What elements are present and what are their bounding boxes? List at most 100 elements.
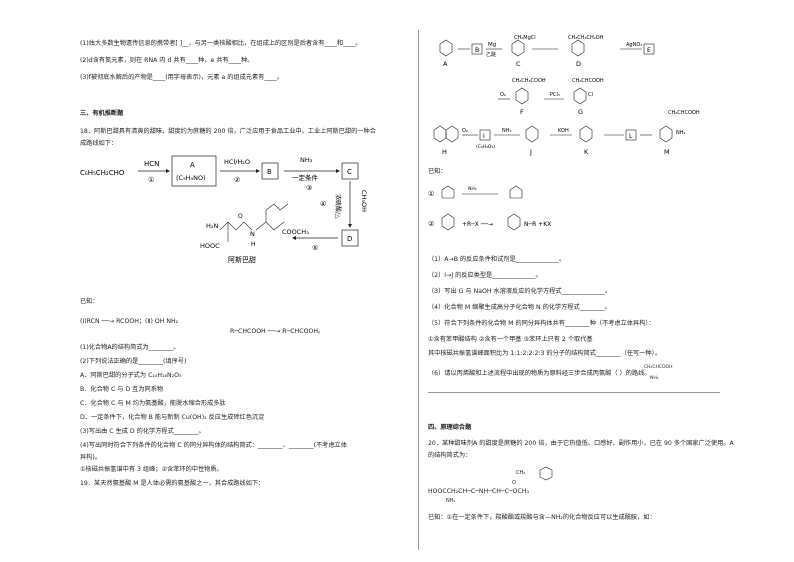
column-divider — [418, 30, 419, 550]
step-3: ③ — [306, 184, 312, 192]
svg-text:O₂: O₂ — [500, 92, 506, 98]
svg-text:AgNO₃: AgNO₃ — [626, 42, 642, 48]
svg-text:B: B — [475, 47, 479, 54]
option-c: C．化合物 C 与 M 均为氨基酸，能脱水缩合形成多肽 — [80, 400, 226, 407]
reagent-4-condition: 浓硫酸/△ — [334, 194, 342, 219]
aspartame-structure: H₂N HOOC O N H COOCH₃ 阿斯巴甜 — [200, 203, 309, 264]
svg-text:M: M — [664, 148, 670, 156]
svg-text:H: H — [442, 148, 447, 156]
section-heading: 四、原理综合题 — [428, 424, 472, 431]
question-condition: ①含有苯甲酸结构 ②含有一个甲基 ③苯环上只有 2 个取代基 — [428, 336, 593, 343]
reagent-2: HCl/H₂O — [224, 158, 250, 166]
a-structure-main: HOOCCH₂CH─C─NH─CH─C─OCH₃ — [428, 488, 529, 495]
known-label: 已知： — [80, 298, 99, 305]
question-line: (3)写出由 C 生成 D 的化学方程式________。 — [80, 428, 205, 435]
svg-text:NH₃: NH₃ — [468, 186, 477, 192]
svg-text:A: A — [443, 60, 448, 68]
left-column: (1)烛大多数生物遗传信息的携带者[ ]__，与另一类核酸相比，在组成上的区别是… — [80, 0, 410, 562]
option-b: B．化合物 C 与 D 互为同系物 — [80, 386, 164, 393]
a-structure-o: O — [512, 480, 516, 486]
svg-text:Mg: Mg — [488, 42, 496, 48]
svg-text:①: ① — [428, 190, 434, 198]
option-a: A．阿斯巴甜的分子式为 C₁₄H₁₈N₂O₅ — [80, 372, 182, 379]
amino-acid-synthesis-scheme: A B Mg 乙醚 CH₂MgCl C CH₂CH₂CH₂OH D AgNO₃ … — [433, 35, 700, 156]
question-line: (2)d含有氮元素，则在 RNA 内 d 共有____种，e 共有____种。 — [80, 57, 254, 64]
answer-line — [428, 392, 720, 393]
svg-text:E: E — [647, 47, 651, 54]
question-stem: 的结构简式为： — [428, 452, 472, 459]
svg-text:G: G — [578, 108, 583, 116]
svg-text:COOCH₃: COOCH₃ — [282, 228, 309, 236]
svg-text:O₂: O₂ — [462, 128, 468, 134]
question-line: 已知：①在一定条件下，羧酸酯或羧酸与含—NH₂的化合物反应可以生成酰胺，如： — [428, 514, 656, 521]
question-stem: 18．阿斯巴甜具有清爽的甜味，甜度约为蔗糖的 200 倍，广泛应用于食品工业中。… — [80, 128, 376, 135]
right-column: A B Mg 乙醚 CH₂MgCl C CH₂CH₂CH₂OH D AgNO₃ … — [428, 0, 734, 562]
step-5: ⑤ — [312, 244, 318, 252]
compound-box-b — [261, 162, 279, 180]
question-line: (4)写出同时符合下列条件的化合物 C 的同分异构体的结构简式：________… — [80, 442, 347, 449]
svg-text:CH₂CH₂COOH: CH₂CH₂COOH — [512, 78, 546, 84]
svg-text:N─R +KX: N─R +KX — [524, 221, 551, 228]
svg-text:NH₂: NH₂ — [676, 130, 686, 136]
question-line: （3）写出 G 与 NaOH 水溶液反应的化学方程式______________… — [428, 288, 612, 295]
question-line: (3)f被彻底水解后的产物是____(用字母表示)，元素 a 的组成元素有___… — [80, 74, 283, 81]
svg-text:D: D — [576, 60, 581, 68]
question-stem: 19．某天然氨基酸 M 是人体必需的氨基酸之一，其合成路线如下： — [80, 480, 265, 487]
svg-text:+R─X ──→: +R─X ──→ — [462, 221, 493, 228]
known-reaction-1: (Ⅰ)RCN ──→ RCOOH；(Ⅱ) OH NH₂ — [80, 318, 179, 325]
box-c-label: C — [347, 168, 352, 176]
svg-text:H₂N: H₂N — [206, 222, 218, 230]
svg-text:NH₃: NH₃ — [502, 128, 512, 134]
question-line: （6）请以丙烯酸和上述流程中出现的物质为原料经三步合成丙氨酸（ ）的路线。 — [428, 370, 651, 377]
box-d-label: D — [347, 235, 352, 243]
option-d: D．一定条件下，化合物 B 能与新制 Cu(OH)₂ 反应生成砖红色沉淀 — [80, 414, 265, 421]
question-condition: ①核磁共振氢谱中有 3 组峰；②含苯环的中性物质。 — [80, 466, 223, 473]
svg-text:CH₂CHCOOH: CH₂CHCOOH — [668, 110, 700, 116]
question-line: （5）符合下列条件的化合物 M 的同分异构体共有________种（不考虑立体异… — [428, 320, 655, 327]
product-name: 阿斯巴甜 — [228, 255, 256, 264]
known-reactions: ① NH₃ ② +R─X ──→ N─R +KX — [428, 185, 551, 231]
svg-text:K: K — [584, 148, 589, 156]
reagent-1: HCN — [144, 160, 159, 168]
svg-text:CH₂CH₂CH₂OH: CH₂CH₂CH₂OH — [568, 35, 604, 41]
box-a-formula: (C₉H₉NO) — [176, 174, 206, 182]
box-a-label: A — [190, 161, 195, 169]
question-line: （4）化合物 M 缩聚生成高分子化合物 N 的化学方程式________。 — [428, 304, 611, 311]
question-line: 异构)。 — [80, 454, 101, 461]
aspartame-synthesis-scheme: C₆H₅CH₂CHO HCN ① A (C₉H₉NO) HCl/H₂O ② B … — [80, 155, 368, 264]
question-line: (2)下列说法正确的是________(填序号) — [80, 358, 187, 365]
reagent-4: CH₃OH — [360, 190, 368, 212]
known-reaction-2: R─CHCOOH ──→ R─CHCOOH。 — [230, 328, 325, 335]
svg-text:L: L — [629, 133, 633, 140]
question-stem: 20．某种甜味剂A 的甜度是蔗糖的 200 倍，由于它热值低、口感好、副作用小，… — [428, 440, 734, 447]
svg-text:C: C — [516, 60, 521, 68]
alanine-nh2: NH₂ — [650, 376, 659, 381]
step-2: ② — [234, 176, 240, 184]
question-line: （1）A→B 的反应条件和试剂是______________。 — [428, 256, 566, 263]
step-1: ① — [148, 176, 154, 184]
svg-text:KOH: KOH — [558, 128, 569, 134]
question-line: 其中核磁共振氢谱峰面积比为 1:1:2:2:2:3 的分子的结构简式______… — [428, 350, 661, 357]
question-line: (1)化合物A的结构简式为________。 — [80, 344, 180, 351]
box-b-label: B — [267, 168, 272, 176]
svg-text:(C₈H₄O₃): (C₈H₄O₃) — [476, 144, 495, 150]
svg-text:HOOC: HOOC — [200, 242, 220, 250]
question-stem: 成路线如下： — [80, 140, 118, 147]
svg-text:N: N — [250, 230, 255, 238]
svg-text:F: F — [520, 108, 524, 116]
svg-text:I: I — [483, 133, 485, 140]
alanine-formula: CH₃CHCOOH — [644, 365, 673, 370]
start-material: C₆H₅CH₂CHO — [80, 169, 125, 177]
svg-text:②: ② — [428, 220, 434, 228]
svg-text:PCl₃: PCl₃ — [550, 92, 560, 98]
svg-text:J: J — [529, 148, 532, 156]
a-structure-ch2: CH₂ — [516, 470, 526, 476]
section-heading: 三、有机推断题 — [80, 110, 124, 117]
question-line: (1)烛大多数生物遗传信息的携带者[ ]__，与另一类核酸相比，在组成上的区别是… — [80, 40, 362, 47]
known-label: 已知： — [428, 168, 447, 175]
reagent-3: NH₃ — [300, 156, 313, 164]
compound-box-c — [341, 162, 359, 180]
svg-text:H: H — [251, 241, 256, 248]
phenyl-ring-icon — [539, 466, 553, 481]
svg-text:Cl: Cl — [588, 92, 593, 98]
